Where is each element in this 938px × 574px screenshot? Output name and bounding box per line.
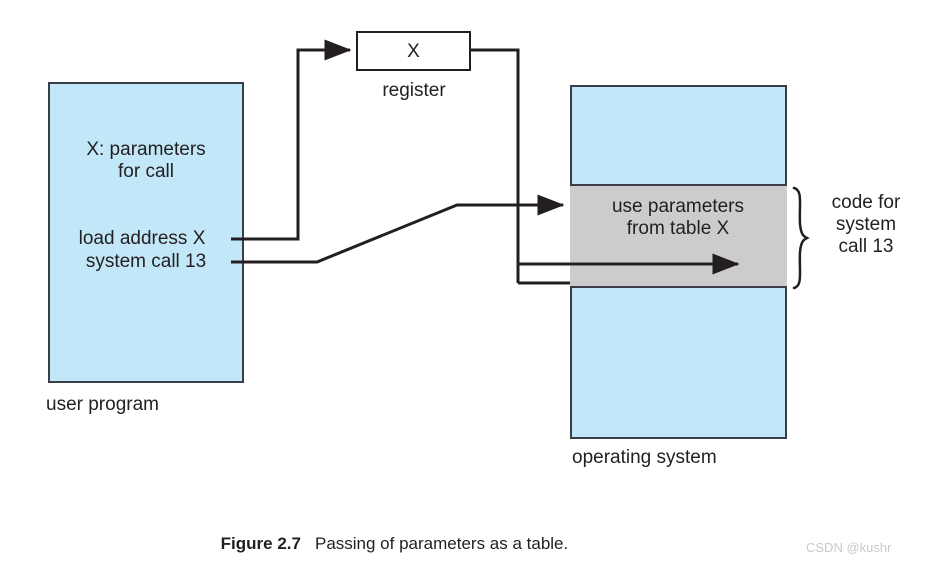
system-call-code-band	[570, 184, 787, 288]
user-program-box	[48, 82, 244, 383]
register-label: register	[382, 80, 446, 101]
wire-system-call-to-code-band	[231, 194, 565, 264]
figure-caption: Figure 2.7 Passing of parameters as a tab…	[0, 514, 770, 574]
user-program-load-address-text: load address X	[78, 228, 206, 249]
watermark: CSDN @kushr	[806, 540, 892, 555]
brace-icon	[792, 186, 810, 290]
user-program-parameters-text: X: parameters for call	[86, 139, 206, 182]
user-program-label: user program	[46, 394, 159, 415]
user-program-system-call-text: system call 13	[85, 251, 207, 272]
wire-load-address-to-register	[231, 39, 352, 241]
code-for-system-call-label: code for system call 13	[831, 192, 901, 257]
figure-caption-text: Passing of parameters as a table.	[314, 534, 569, 553]
operating-system-label: operating system	[572, 447, 717, 468]
register-value: X	[407, 40, 420, 62]
figure-caption-label: Figure 2.7	[220, 534, 301, 553]
use-parameters-text: use parameters from table X	[611, 196, 744, 239]
register-box: X	[356, 31, 471, 71]
